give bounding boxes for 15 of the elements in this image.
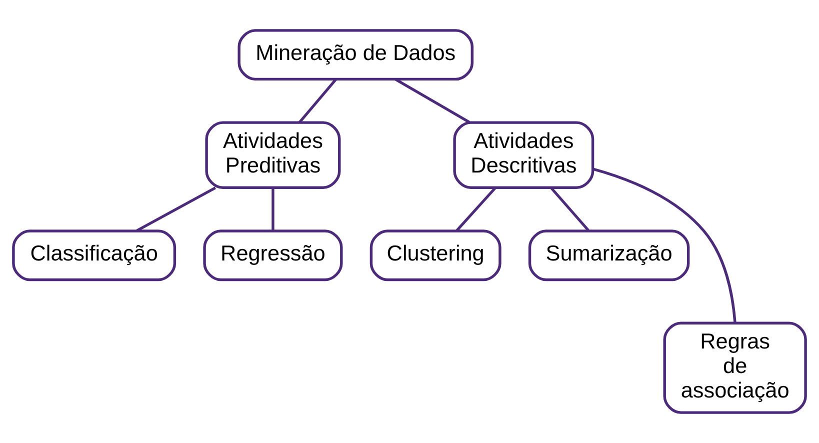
connector (298, 78, 338, 124)
node-box: Sumarização (528, 230, 690, 282)
node-box: Atividades Descritivas (453, 121, 594, 189)
connector (592, 168, 736, 323)
connector (394, 78, 470, 124)
node-box: Classificação (12, 230, 176, 282)
connector (550, 186, 590, 232)
connector (456, 186, 496, 232)
node-box: Mineração de Dados (238, 29, 474, 81)
connector (136, 186, 216, 232)
connector (272, 188, 274, 230)
node-box: Regressão (203, 230, 343, 282)
node-box: Regras de associação (663, 322, 807, 414)
node-box: Atividades Preditivas (205, 121, 341, 189)
node-box: Clustering (370, 230, 502, 282)
